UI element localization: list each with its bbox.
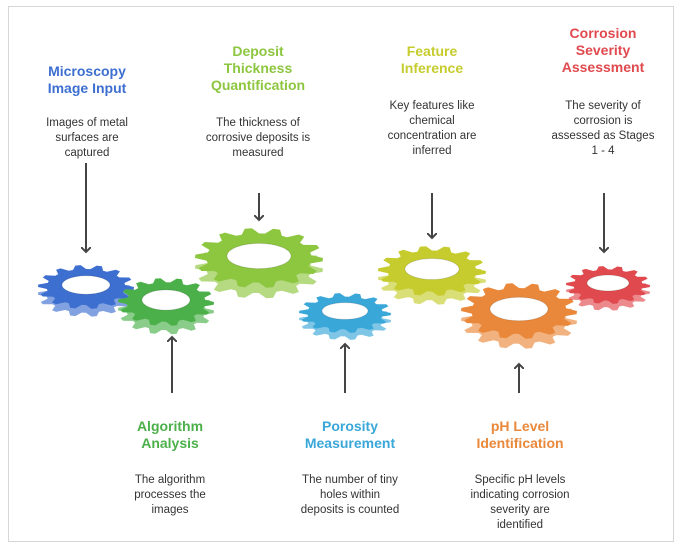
step-5-title: Feature Inference [400, 43, 464, 76]
gear-porosity-icon [299, 293, 391, 340]
gear-ph-icon [461, 283, 577, 349]
step-5-desc: Key features like chemical concentration… [387, 100, 477, 157]
step-4-desc: The number of tiny holes within deposits… [300, 474, 400, 516]
gear-corrosion-icon [566, 266, 650, 311]
step-4-title: Porosity Measurement [304, 418, 396, 451]
gear-microscopy-icon [38, 265, 134, 317]
step-7-desc: The severity of corrosion is assessed as… [551, 100, 655, 157]
step-3-title: Deposit Thickness Quantification [210, 43, 306, 93]
step-1-desc: Images of metal surfaces are captured [46, 117, 128, 159]
step-2-desc: The algorithm processes the images [134, 474, 206, 516]
step-7-title: Corrosion Severity Assessment [561, 25, 645, 75]
gear-feature-icon [378, 246, 486, 305]
step-3-desc: The thickness of corrosive deposits is m… [205, 117, 311, 159]
step-2-title: Algorithm Analysis [136, 418, 204, 451]
step-6-desc: Specific pH levels indicating corrosion … [470, 474, 570, 531]
gear-deposit-icon [195, 228, 323, 299]
step-6-title: pH Level Identification [476, 418, 564, 451]
diagram-frame [8, 6, 674, 542]
gear-algorithm-icon [118, 278, 214, 335]
step-1-title: Microscopy Image Input [47, 63, 127, 96]
